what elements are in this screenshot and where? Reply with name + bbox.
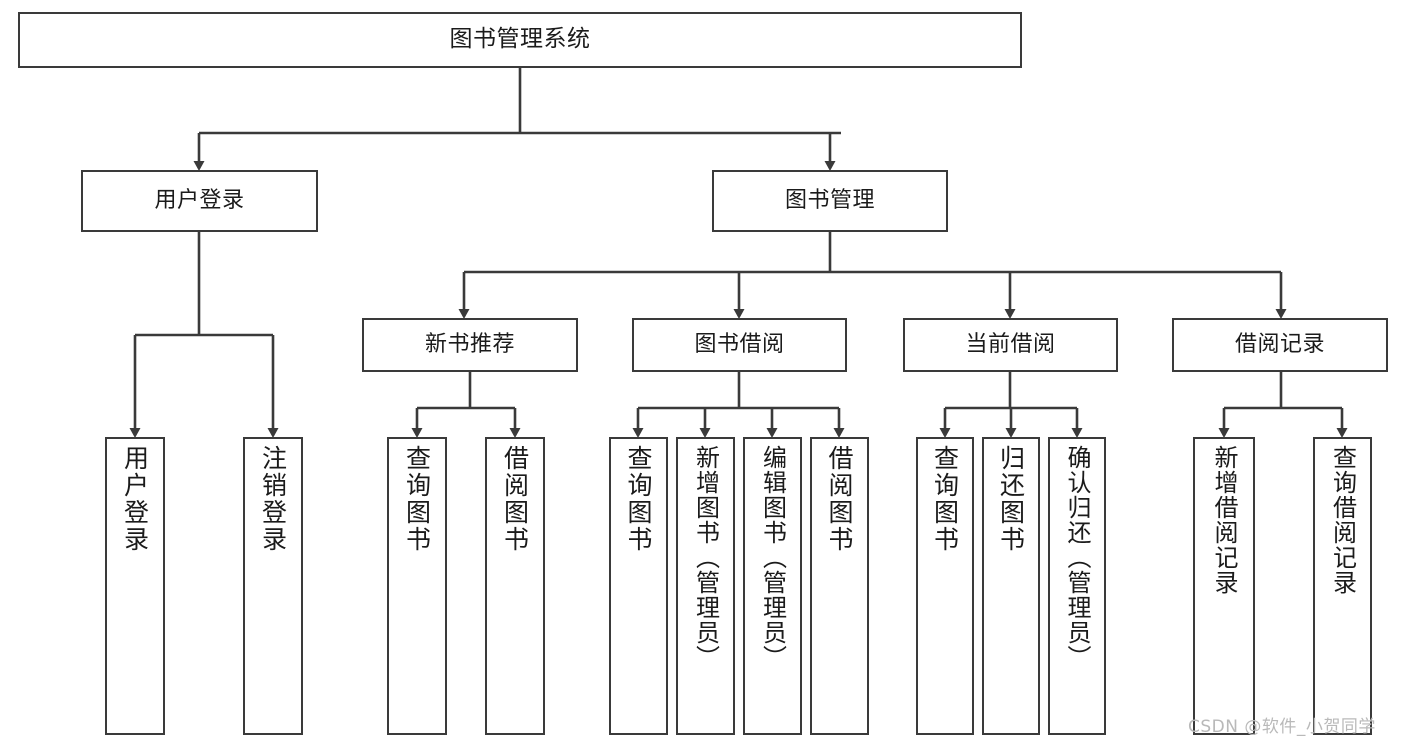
node-label: 查询图书 <box>624 445 653 553</box>
node-leaf-return-book[interactable]: 归还图书 <box>982 437 1040 735</box>
node-label: 查询借阅记录 <box>1328 445 1357 595</box>
node-leaf-query-book-new[interactable]: 查询图书 <box>387 437 447 735</box>
node-leaf-confirm-return[interactable]: 确认归还（管理员） <box>1048 437 1106 735</box>
node-label: 查询图书 <box>402 445 432 553</box>
node-label: 图书管理系统 <box>449 26 591 53</box>
node-leaf-edit-book[interactable]: 编辑图书（管理员） <box>743 437 802 735</box>
node-leaf-borrow-book[interactable]: 借阅图书 <box>810 437 869 735</box>
node-label: 用户登录 <box>154 187 245 213</box>
node-borrow-record[interactable]: 借阅记录 <box>1172 318 1388 372</box>
node-label: 图书管理 <box>784 187 875 213</box>
node-leaf-query-book-borrow[interactable]: 查询图书 <box>609 437 668 735</box>
node-label: 编辑图书（管理员） <box>758 445 787 670</box>
node-label: 确认归还（管理员） <box>1063 445 1091 670</box>
node-book-borrow[interactable]: 图书借阅 <box>632 318 847 372</box>
node-label: 注销登录 <box>258 445 288 553</box>
node-label: 图书借阅 <box>694 331 785 357</box>
node-leaf-add-record[interactable]: 新增借阅记录 <box>1193 437 1255 735</box>
node-label: 查询图书 <box>930 445 960 553</box>
csdn-watermark: CSDN @软件_小贺同学 <box>1188 717 1376 737</box>
node-label: 新增图书（管理员） <box>691 445 720 670</box>
node-label: 借阅图书 <box>500 445 530 553</box>
node-leaf-borrow-book-new[interactable]: 借阅图书 <box>485 437 545 735</box>
node-leaf-query-record[interactable]: 查询借阅记录 <box>1313 437 1372 735</box>
node-label: 借阅记录 <box>1234 331 1325 357</box>
node-label: 归还图书 <box>996 445 1026 553</box>
node-book-management[interactable]: 图书管理 <box>712 170 948 232</box>
node-leaf-query-book-current[interactable]: 查询图书 <box>916 437 974 735</box>
node-label: 新书推荐 <box>424 331 515 357</box>
node-leaf-add-book[interactable]: 新增图书（管理员） <box>676 437 735 735</box>
node-label: 新增借阅记录 <box>1210 445 1238 595</box>
node-leaf-logout[interactable]: 注销登录 <box>243 437 303 735</box>
node-leaf-user-login[interactable]: 用户登录 <box>105 437 165 735</box>
node-root-system[interactable]: 图书管理系统 <box>18 12 1022 68</box>
node-label: 用户登录 <box>120 445 150 553</box>
node-label: 当前借阅 <box>965 331 1056 357</box>
node-label: 借阅图书 <box>825 445 854 553</box>
node-current-borrow[interactable]: 当前借阅 <box>903 318 1118 372</box>
node-new-book-recommend[interactable]: 新书推荐 <box>362 318 578 372</box>
node-user-login[interactable]: 用户登录 <box>81 170 318 232</box>
